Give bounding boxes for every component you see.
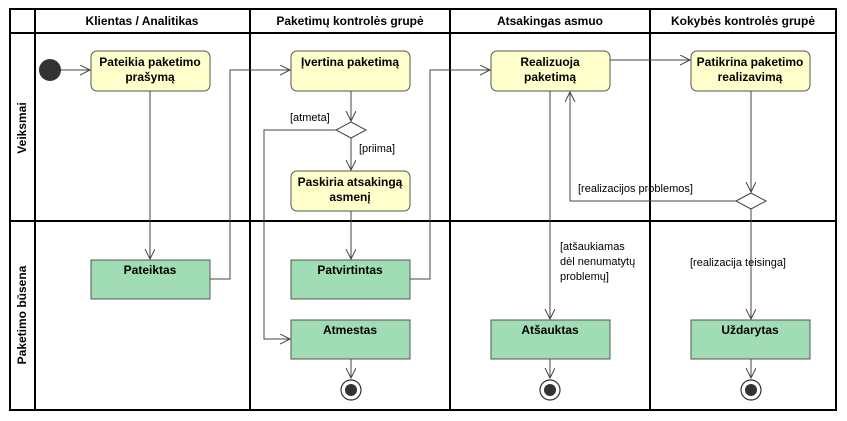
state-submitted: Pateiktas xyxy=(90,259,211,300)
action-implement-change: Realizuoja paketimą xyxy=(490,50,611,92)
state-approved: Patvirtintas xyxy=(290,259,411,300)
svg-text:realizavimą: realizavimą xyxy=(718,70,783,84)
column-header-client: Klientas / Analitikas xyxy=(86,14,199,28)
action-verify-implementation: Patikrina paketimo realizavimą xyxy=(690,50,811,92)
svg-text:Atšauktas: Atšauktas xyxy=(521,323,579,337)
action-evaluate-change: Įvertina paketimą xyxy=(290,50,411,92)
svg-text:Realizuoja: Realizuoja xyxy=(520,55,580,69)
svg-text:Pateiktas: Pateiktas xyxy=(124,263,177,277)
guard-implementation-correct: [realizacija teisinga] xyxy=(690,257,786,269)
swimlane-grid xyxy=(9,8,837,411)
guard-reject: [atmeta] xyxy=(290,112,330,124)
state-cancelled: Atšauktas xyxy=(490,319,611,360)
state-closed: Uždarytas xyxy=(690,319,811,360)
final-node-rejected xyxy=(340,379,362,401)
svg-text:Atmestas: Atmestas xyxy=(323,323,377,337)
svg-text:dėl nenumatytų: dėl nenumatytų xyxy=(560,256,635,268)
svg-text:Patikrina paketimo: Patikrina paketimo xyxy=(697,55,804,69)
row-header-state: Paketimo būsena xyxy=(15,265,29,364)
guard-accept: [priima] xyxy=(359,143,395,155)
row-header-actions: Veiksmai xyxy=(15,102,29,153)
decision-verify-result xyxy=(734,192,768,210)
guard-implementation-problems: [realizacijos problemos] xyxy=(578,183,693,195)
svg-text:problemų]: problemų] xyxy=(560,271,609,283)
column-header-responsible: Atsakingas asmuo xyxy=(497,14,603,28)
svg-text:Uždarytas: Uždarytas xyxy=(721,323,779,337)
state-rejected: Atmestas xyxy=(290,319,411,360)
column-header-change-control: Paketimų kontrolės grupė xyxy=(276,14,424,28)
action-submit-request: Pateikia paketimo prašymą xyxy=(90,50,211,92)
flows xyxy=(150,60,751,378)
svg-text:prašymą: prašymą xyxy=(125,70,175,84)
svg-text:Patvirtintas: Patvirtintas xyxy=(317,263,383,277)
svg-text:[atšaukiamas: [atšaukiamas xyxy=(560,241,625,253)
final-node-closed xyxy=(740,379,762,401)
svg-text:Pateikia paketimo: Pateikia paketimo xyxy=(99,55,200,69)
action-assign-responsible: Paskiria atsakingą asmenį xyxy=(290,170,411,212)
svg-text:asmenį: asmenį xyxy=(329,190,370,204)
svg-text:Įvertina paketimą: Įvertina paketimą xyxy=(301,55,399,69)
column-header-quality-control: Kokybės kontrolės grupė xyxy=(671,14,815,28)
decision-accept-reject xyxy=(334,121,368,139)
final-node-cancelled xyxy=(539,379,561,401)
svg-text:paketimą: paketimą xyxy=(524,70,576,84)
initial-node xyxy=(39,59,61,81)
guard-cancelled-reason: [atšaukiamas dėl nenumatytų problemų] xyxy=(560,241,635,283)
svg-text:Paskiria atsakingą: Paskiria atsakingą xyxy=(298,175,403,189)
